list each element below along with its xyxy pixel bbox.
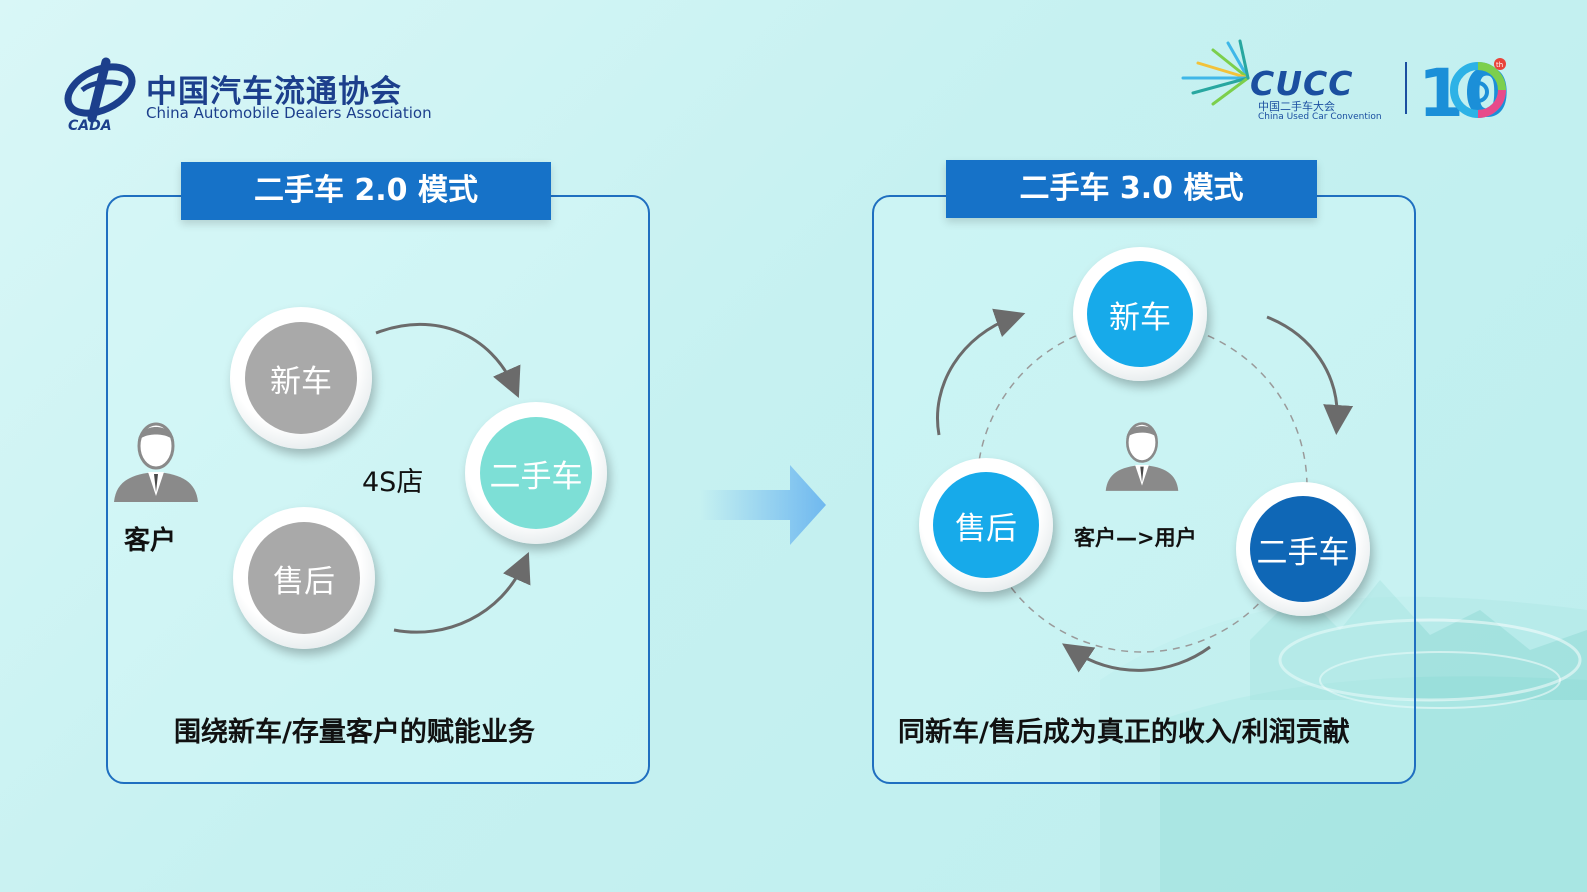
right-node-used-car: 二手车 — [1236, 482, 1370, 616]
right-node-after-sales-label: 售后 — [933, 472, 1039, 578]
transition-arrow-icon — [700, 465, 826, 545]
left-flow-arrows — [375, 323, 531, 634]
anniversary-logo-icon: 10 th — [1418, 55, 1510, 122]
right-center-label: 客户—>用户 — [1074, 526, 1197, 550]
left-node-used-car: 二手车 — [465, 402, 607, 544]
right-node-after-sales: 售后 — [919, 458, 1053, 592]
customer-person-icon — [114, 422, 198, 502]
customer-label: 客户 — [124, 526, 177, 556]
background-decoration — [1100, 580, 1587, 892]
right-panel-title: 二手车 3.0 模式 — [946, 160, 1317, 218]
cucc-burst-icon — [1181, 39, 1250, 106]
left-node-after-sales: 售后 — [233, 507, 375, 649]
right-caption: 同新车/售后成为真正的收入/利润贡献 — [898, 717, 1350, 748]
event-name-cn: 中国二手车大会 — [1258, 100, 1335, 113]
right-node-used-car-label: 二手车 — [1250, 496, 1356, 602]
right-node-new-car-label: 新车 — [1087, 261, 1193, 367]
logo-divider — [1405, 62, 1407, 114]
left-node-new-car: 新车 — [230, 307, 372, 449]
org-name-cn: 中国汽车流通协会 — [146, 74, 402, 110]
left-node-after-sales-label: 售后 — [248, 522, 360, 634]
left-center-label: 4S店 — [362, 467, 424, 498]
cada-logo-text: CADA — [68, 118, 112, 134]
cada-logo-icon: CADA — [64, 57, 136, 134]
right-node-new-car: 新车 — [1073, 247, 1207, 381]
left-node-new-car-label: 新车 — [245, 322, 357, 434]
org-name-en: China Automobile Dealers Association — [146, 104, 432, 122]
left-node-used-car-label: 二手车 — [480, 417, 592, 529]
anniversary-suffix: th — [1496, 61, 1503, 69]
event-name-en: China Used Car Convention — [1258, 112, 1382, 122]
event-title: CUCC — [1250, 64, 1354, 103]
left-caption: 围绕新车/存量客户的赋能业务 — [174, 717, 535, 748]
left-panel-title: 二手车 2.0 模式 — [181, 162, 551, 220]
user-person-icon — [1105, 422, 1179, 491]
